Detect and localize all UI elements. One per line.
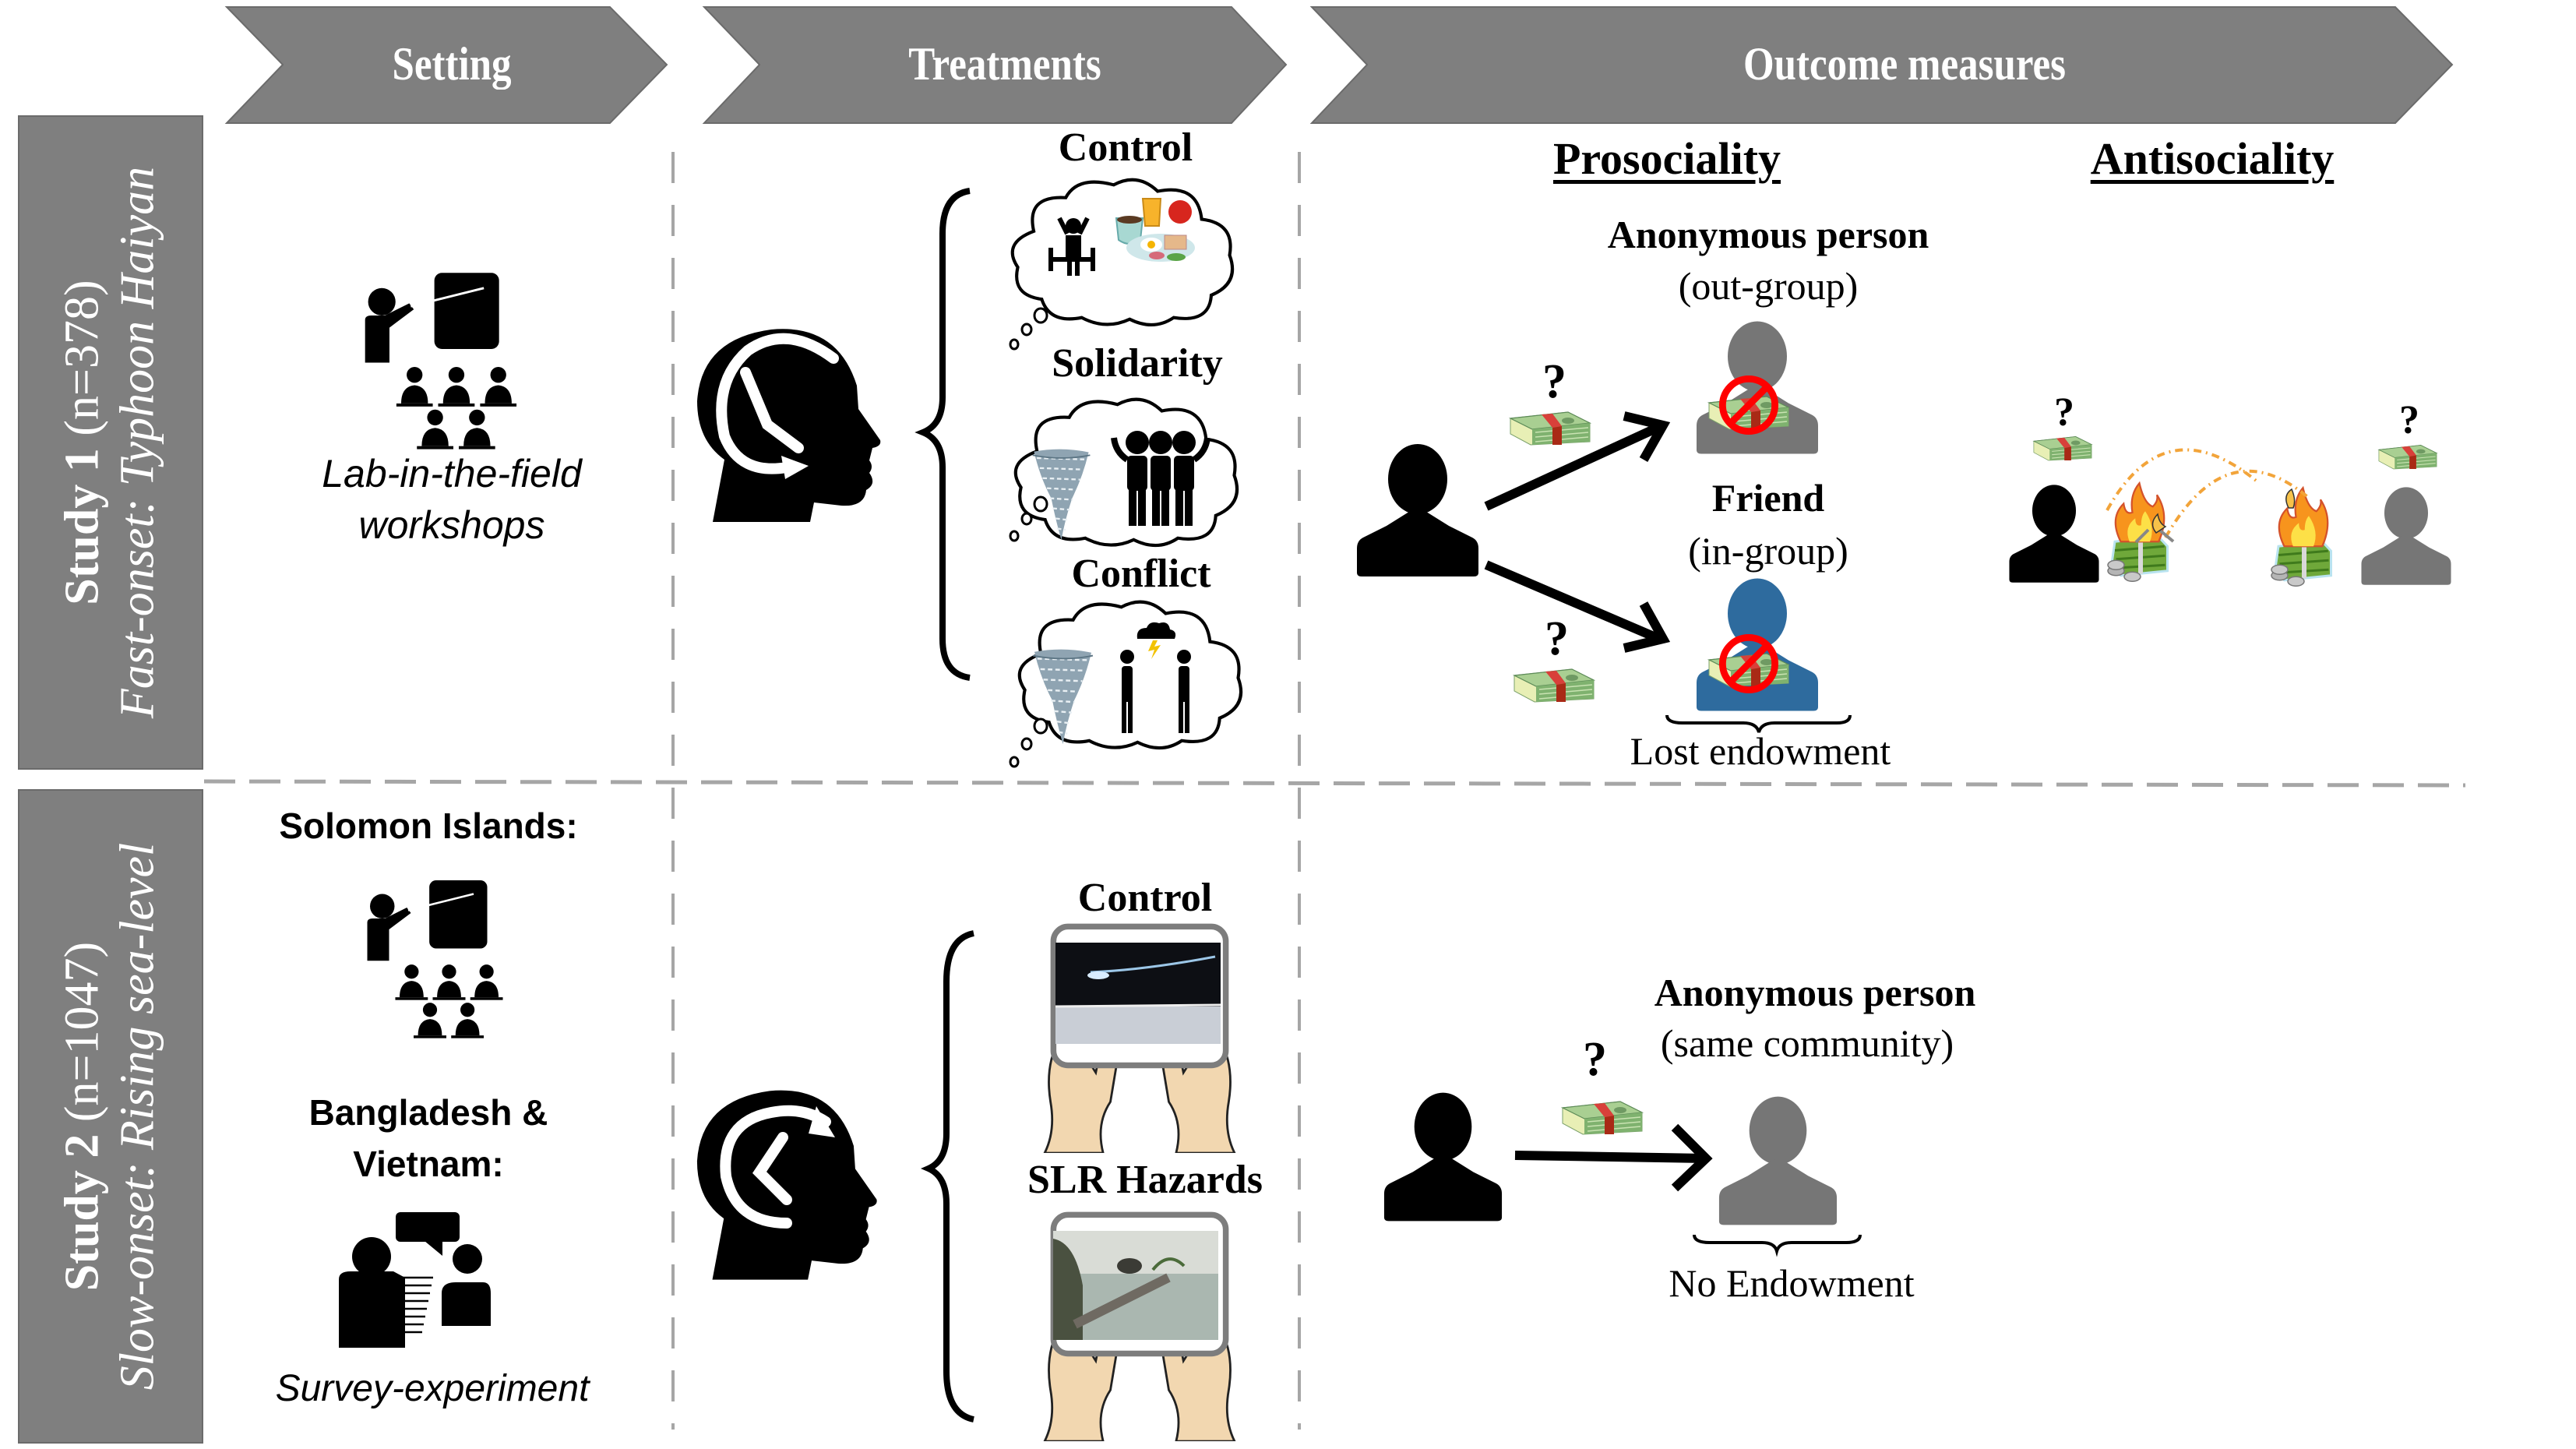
study2-sample-size: (n=1047): [55, 941, 109, 1123]
chevron-treatments: [702, 6, 1288, 124]
no-endowment-brace: [1693, 1234, 1862, 1257]
lost-endowment-label: Lost endowment: [1630, 729, 1891, 773]
site2-label-line1: Bangladesh &: [308, 1092, 548, 1133]
treatment-brace: [914, 188, 971, 681]
treatment-label-control-study2: Control: [1077, 876, 1213, 920]
treatment-brace-study2: [920, 930, 975, 1423]
people-embracing-icon: [1111, 431, 1210, 526]
decision-maker-person-icon: [1357, 444, 1478, 576]
study1-setting-caption: Lab-in-the-field workshops: [257, 448, 647, 551]
question-mark-friend: ?: [1545, 612, 1569, 665]
study2-label: Study 2 (n=1047) Slow-onset: Rising sea-…: [55, 843, 167, 1391]
header-treatments-label: Treatments: [908, 38, 1101, 90]
clock-arrow-icon: [716, 333, 839, 479]
site2-label-line2: Vietnam:: [353, 1144, 504, 1184]
burn-trajectory-dotted: [2106, 448, 2311, 538]
survey-experiment-caption: Survey-experiment: [275, 1368, 590, 1409]
waking-up-icon: [1048, 217, 1095, 276]
prosociality-heading: Prosociality: [1552, 133, 1781, 184]
site-bangladesh-vietnam-label: Bangladesh & Vietnam:: [234, 1087, 623, 1190]
arrow-to-friend: [1484, 560, 1671, 653]
arrow-to-anonymous-same-community: [1514, 1123, 1713, 1192]
treatment-label-slr-hazards: SLR Hazards: [1027, 1158, 1263, 1202]
anonymous-same-community-person-icon: [1718, 1096, 1838, 1225]
study1-subtitle: Fast-onset: Typhoon Haiyan: [111, 166, 164, 719]
money-stack-icon: [1562, 1101, 1643, 1135]
match-icon: [2134, 488, 2296, 544]
decision-maker-person-icon: [1383, 1092, 1503, 1222]
friend-label: Friend: [1711, 476, 1825, 520]
question-mark-anonymous: ?: [1542, 355, 1566, 408]
study1-label: Study 1 (n=378) Fast-onset: Typhoon Haiy…: [55, 167, 167, 718]
study2-subtitle: Slow-onset: Rising sea-level: [111, 842, 164, 1391]
study1-title: Study 1: [55, 448, 109, 605]
thought-cloud-control: [1013, 180, 1232, 325]
slr-video-screen: [1053, 1231, 1218, 1340]
anonymous-same-community-sublabel: (same community): [1660, 1021, 1954, 1065]
study1-sample-size: (n=378): [55, 280, 109, 436]
site-solomon-islands-label: Solomon Islands:: [279, 806, 578, 846]
study2-side-bar: Study 2 (n=1047) Slow-onset: Rising sea-…: [18, 789, 203, 1444]
setting-caption-line1: Lab-in-the-field: [322, 452, 582, 495]
anonymous-same-community-label: Anonymous person: [1654, 971, 1976, 1014]
friend-sublabel: (in-group): [1688, 529, 1848, 573]
player-other-icon: [2361, 487, 2451, 585]
chevron-outcome-measures: [1309, 6, 2454, 124]
thought-dots: [1009, 307, 1048, 768]
interview-survey-icon: [339, 1212, 491, 1348]
burning-money-icon: [2270, 486, 2333, 587]
money-stack-icon: [2033, 435, 2092, 461]
setting-caption-line2: workshops: [358, 503, 545, 547]
treatment-label-conflict: Conflict: [1071, 552, 1211, 596]
header-setting-label: Setting: [392, 38, 512, 90]
player-self-icon: [2009, 485, 2099, 583]
study2-title: Study 2: [55, 1133, 109, 1292]
question-mark-study2: ?: [1583, 1033, 1607, 1086]
clock-arrow-reverse-icon: [720, 1105, 835, 1229]
antisociality-heading: Antisociality: [2090, 133, 2335, 184]
classroom-icon: [365, 273, 516, 449]
control-video-screen: [1055, 943, 1221, 1044]
no-endowment-label: No Endowment: [1669, 1261, 1915, 1305]
money-stack-icon: [1510, 411, 1591, 446]
breakfast-icon: [1115, 198, 1195, 262]
treatment-label-solidarity: Solidarity: [1052, 341, 1223, 386]
arrow-to-anonymous: [1484, 411, 1671, 511]
anonymous-outgroup-person-icon: [1697, 321, 1818, 454]
treatment-label-control: Control: [1058, 125, 1193, 170]
question-mark-other: ?: [2399, 398, 2419, 442]
storm-cloud-icon: [1136, 622, 1176, 659]
chevron-setting: [224, 6, 668, 124]
money-stack-icon: [1514, 668, 1595, 703]
header-outcome-measures-label: Outcome measures: [1743, 38, 2067, 90]
anonymous-person-label: Anonymous person: [1607, 213, 1929, 256]
lost-endowment-brace: [1665, 714, 1852, 733]
money-stack-icon: [2378, 444, 2437, 470]
anonymous-person-sublabel: (out-group): [1678, 264, 1859, 308]
classroom-icon: [368, 880, 503, 1038]
question-mark-self: ?: [2054, 390, 2074, 435]
burning-money-icon: [2106, 481, 2169, 583]
study1-side-bar: Study 1 (n=378) Fast-onset: Typhoon Haiy…: [18, 115, 203, 770]
row-divider-study1-study2: [203, 779, 2466, 788]
